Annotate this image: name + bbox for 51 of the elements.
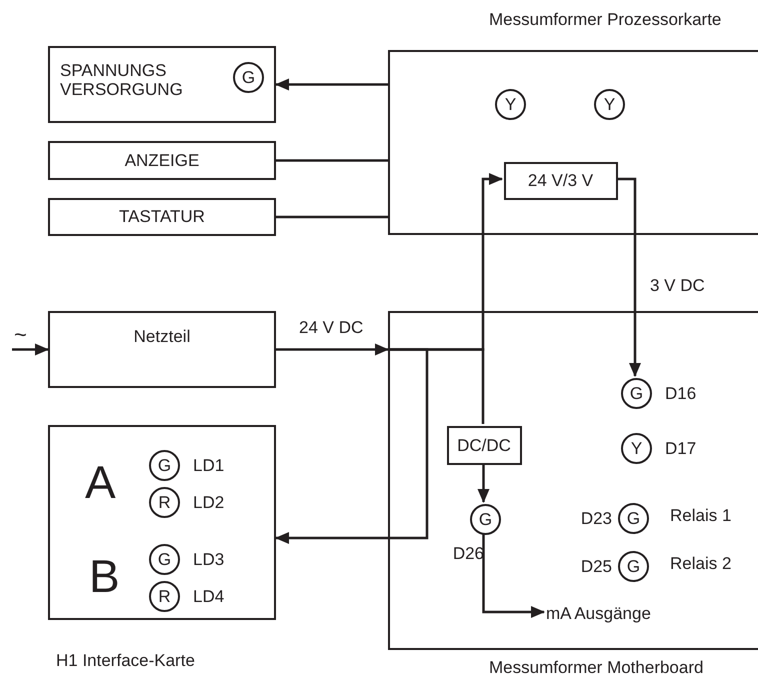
- indicator-label: D17: [665, 439, 696, 460]
- connector-arrow: [478, 463, 490, 503]
- connector-arrow: [12, 344, 49, 356]
- board-heading: Messumformer Prozessorkarte: [489, 10, 722, 30]
- block-label: TASTATUR: [118, 207, 206, 228]
- indicator-label: D25: [580, 557, 612, 578]
- indicator-letter: G: [156, 455, 172, 477]
- indicator-label: LD2: [193, 493, 224, 514]
- output-label: mA Ausgänge: [546, 603, 651, 625]
- connector-arrow: [275, 78, 388, 90]
- indicator-letter: G: [626, 508, 642, 530]
- block-label: Netzteil: [132, 327, 192, 348]
- indicator-letter: Y: [504, 94, 518, 116]
- block-label: SPANNUNGS VERSORGUNG: [60, 62, 184, 100]
- block-label: DC/DC: [456, 436, 512, 456]
- connector-arrow: [275, 348, 428, 544]
- indicator-label: LD1: [193, 456, 224, 476]
- block-box: [48, 141, 276, 180]
- indicator-letter: G: [478, 509, 494, 531]
- indicator-letter: G: [628, 383, 644, 405]
- indicator-label: LD3: [193, 550, 224, 570]
- block-label: 24 V/3 V: [526, 171, 594, 192]
- indicator-letter: G: [240, 67, 256, 89]
- led-indicator: [495, 89, 526, 120]
- group-letter: A: [85, 455, 116, 510]
- indicator-label: D16: [665, 384, 696, 404]
- board-heading: H1 Interface-Karte: [56, 651, 195, 672]
- indicator-letter: R: [157, 586, 172, 608]
- block-box: [48, 198, 276, 236]
- board-heading: Messumformer Motherboard: [489, 658, 704, 678]
- indicator-label: D26: [452, 544, 484, 564]
- indicator-label: Relais 2: [670, 554, 732, 574]
- led-indicator: [233, 62, 264, 93]
- block-box: [48, 311, 276, 388]
- block-box: [504, 162, 618, 200]
- indicator-letter: Y: [630, 438, 644, 460]
- connector-arrow: [482, 533, 545, 618]
- connector-arrow: [616, 178, 641, 377]
- block-box: [48, 46, 276, 123]
- indicator-letter: R: [157, 492, 172, 514]
- block-box: [447, 426, 522, 465]
- indicator-letter: G: [156, 549, 172, 571]
- indicator-label: LD4: [193, 587, 224, 608]
- indicator-label: D23: [580, 509, 612, 530]
- block-label: ANZEIGE: [124, 151, 200, 172]
- led-indicator: [594, 89, 625, 120]
- indicator-letter: Y: [602, 94, 616, 116]
- indicator-label: Relais 1: [670, 506, 732, 526]
- connector-arrow: [276, 344, 389, 356]
- group-letter: B: [89, 549, 120, 604]
- indicator-letter: G: [626, 556, 642, 578]
